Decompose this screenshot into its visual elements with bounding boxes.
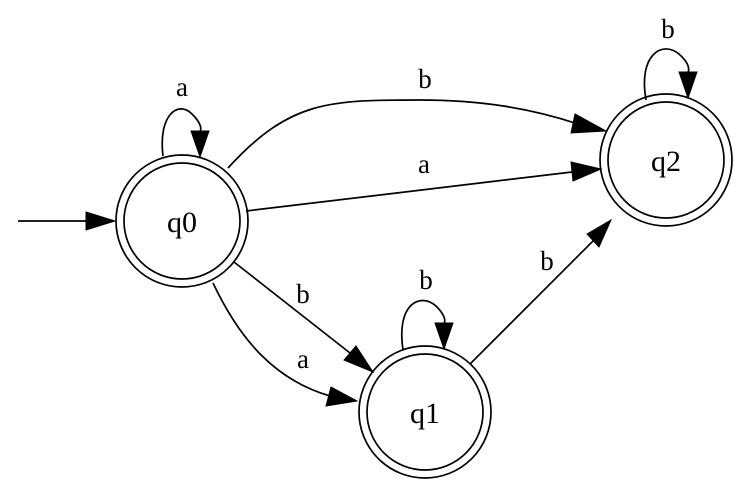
- edge-label-q0-q2-a: a: [418, 149, 430, 179]
- state-q0: q0: [115, 154, 249, 288]
- state-label-q0: q0: [167, 206, 197, 239]
- edge-label-q0-q0: a: [176, 72, 188, 102]
- state-label-q1: q1: [410, 397, 440, 430]
- edge-label-q0-q2-b: b: [418, 64, 432, 94]
- transition-q1-q2-b: b: [469, 218, 613, 365]
- state-label-q2: q2: [651, 145, 681, 178]
- state-q1: q1: [358, 345, 492, 479]
- transition-q2-q2-b: b: [643, 14, 698, 101]
- edge-label-q1-q1: b: [419, 265, 433, 295]
- edge-label-q2-q2: b: [661, 14, 675, 44]
- transition-q0-q1-b: b: [233, 261, 375, 374]
- transition-q0-q2-b: b: [227, 64, 608, 169]
- initial-arrow: [18, 211, 117, 231]
- transition-q0-q0-a: a: [161, 72, 210, 159]
- edge-label-q0-q1-b: b: [296, 279, 310, 309]
- edge-label-q1-q2: b: [540, 246, 554, 276]
- edge-label-q0-q1-a: a: [297, 344, 309, 374]
- transition-q0-q1-a: a: [212, 282, 359, 407]
- transition-q1-q1-b: b: [400, 265, 454, 351]
- state-q2: q2: [599, 93, 733, 227]
- transition-q0-q2-a: a: [245, 149, 603, 212]
